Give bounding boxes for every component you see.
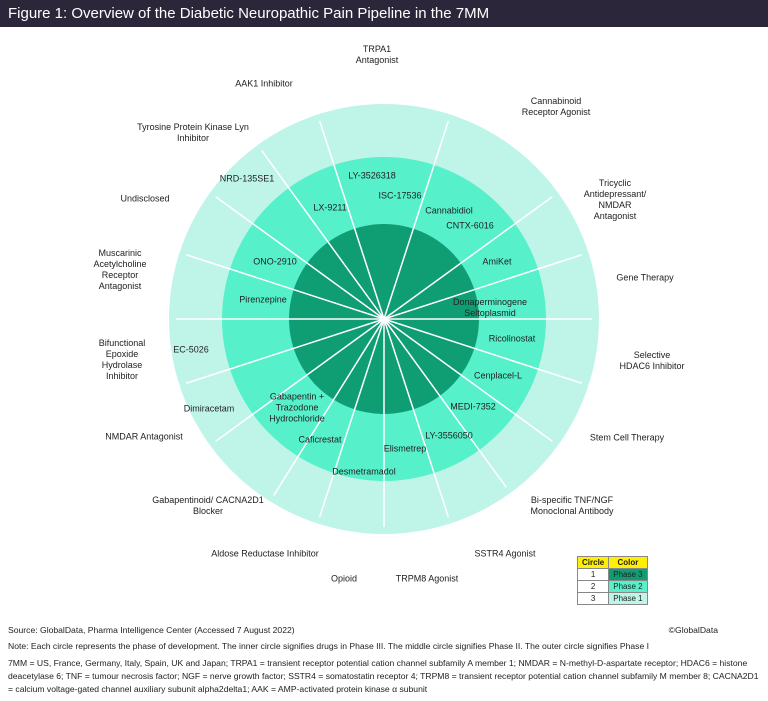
drug-label: NRD-135SE1: [219, 173, 275, 184]
note-text: Note: Each circle represents the phase o…: [8, 641, 650, 651]
spoke-line: [383, 120, 449, 320]
spoke-line: [185, 318, 385, 384]
mechanism-label: Muscarinic Acetylcholine Receptor Antago…: [93, 248, 147, 291]
drug-label: EC-5026: [173, 344, 209, 355]
spoke-line: [319, 120, 385, 320]
legend-header-color: Color: [608, 556, 648, 569]
drug-label: Gabapentin + Trazodone Hydrochloride: [269, 391, 325, 424]
mechanism-label: Gabapentinoid/ CACNA2D1 Blocker: [152, 495, 264, 516]
legend-circle: 3: [576, 592, 610, 605]
drug-label: ISC-17536: [378, 190, 422, 201]
mechanism-label: Stem Cell Therapy: [589, 432, 665, 443]
legend-header-circle: Circle: [576, 556, 610, 569]
mechanism-label: AAK1 Inhibitor: [235, 78, 293, 89]
mechanism-label: Bifunctional Epoxide Hydrolase Inhibitor: [98, 338, 146, 381]
drug-label: Cenplacel-L: [473, 370, 523, 381]
spoke-line: [383, 318, 449, 518]
mechanism-label: Undisclosed: [120, 193, 170, 204]
figure-header: Figure 1: Overview of the Diabetic Neuro…: [0, 0, 768, 27]
spoke-line: [215, 318, 385, 442]
legend-circle: 2: [576, 580, 610, 593]
mechanism-label: Tyrosine Protein Kinase Lyn Inhibitor: [137, 122, 249, 143]
drug-label: Pirenzepine: [239, 294, 287, 305]
drug-label: Donaperminogene Seltoplasmid: [452, 297, 528, 318]
mechanism-label: Opioid: [330, 573, 358, 584]
mechanism-label: Gene Therapy: [616, 272, 674, 283]
mechanism-label: Bi-specific TNF/NGF Monoclonal Antibody: [530, 495, 614, 516]
source-text: Source: GlobalData, Pharma Intelligence …: [8, 625, 295, 635]
legend-phase2: Phase 2: [608, 580, 648, 593]
copyright-text: ©GlobalData: [668, 625, 718, 635]
spoke-line: [261, 150, 385, 320]
spoke-line: [185, 254, 385, 320]
phase-legend: Circle Color 1 Phase 3 2 Phase 2 3 Phase…: [576, 556, 648, 605]
mechanism-label: Tricyclic Antidepressant/ NMDAR Antagoni…: [583, 178, 647, 221]
spoke-line: [383, 254, 583, 320]
drug-label: Elismetrep: [383, 443, 427, 454]
spoke-line: [383, 318, 583, 384]
legend-phase1: Phase 1: [608, 592, 648, 605]
mechanism-label: Cannabinoid Receptor Agonist: [521, 96, 591, 117]
drug-label: Ricolinostat: [488, 333, 536, 344]
legend-circle: 1: [576, 568, 610, 581]
abbreviations-text: 7MM = US, France, Germany, Italy, Spain,…: [8, 658, 759, 694]
spoke-line: [383, 318, 553, 442]
mechanism-label: Aldose Reductase Inhibitor: [211, 548, 319, 559]
spoke-line: [319, 318, 385, 518]
drug-label: LX-9211: [313, 202, 347, 213]
spoke-line: [273, 318, 385, 496]
drug-label: LY-3526318: [348, 170, 396, 181]
mechanism-label: NMDAR Antagonist: [105, 431, 183, 442]
drug-label: MEDI-7352: [450, 401, 496, 412]
spoke-line: [383, 318, 507, 488]
drug-label: Caficrestat: [298, 434, 342, 445]
mechanism-label: SSTR4 Agonist: [474, 548, 536, 559]
drug-label: Desmetramadol: [332, 466, 396, 477]
figure-title: Figure 1: Overview of the Diabetic Neuro…: [8, 5, 490, 22]
drug-label: LY-3556050: [425, 430, 473, 441]
spoke-line: [215, 196, 385, 320]
mechanism-label: TRPA1 Antagonist: [355, 44, 399, 65]
drug-label: Dimiracetam: [183, 403, 235, 414]
mechanism-label: Selective HDAC6 Inhibitor: [619, 350, 685, 371]
drug-label: ONO-2910: [253, 256, 297, 267]
drug-label: CNTX-6016: [446, 220, 494, 231]
drug-label: AmiKet: [482, 256, 512, 267]
spoke-line: [383, 196, 553, 320]
drug-label: Cannabidiol: [425, 205, 473, 216]
mechanism-label: TRPM8 Agonist: [395, 573, 459, 584]
legend-phase3: Phase 3: [608, 568, 648, 581]
spokes: [176, 120, 592, 527]
